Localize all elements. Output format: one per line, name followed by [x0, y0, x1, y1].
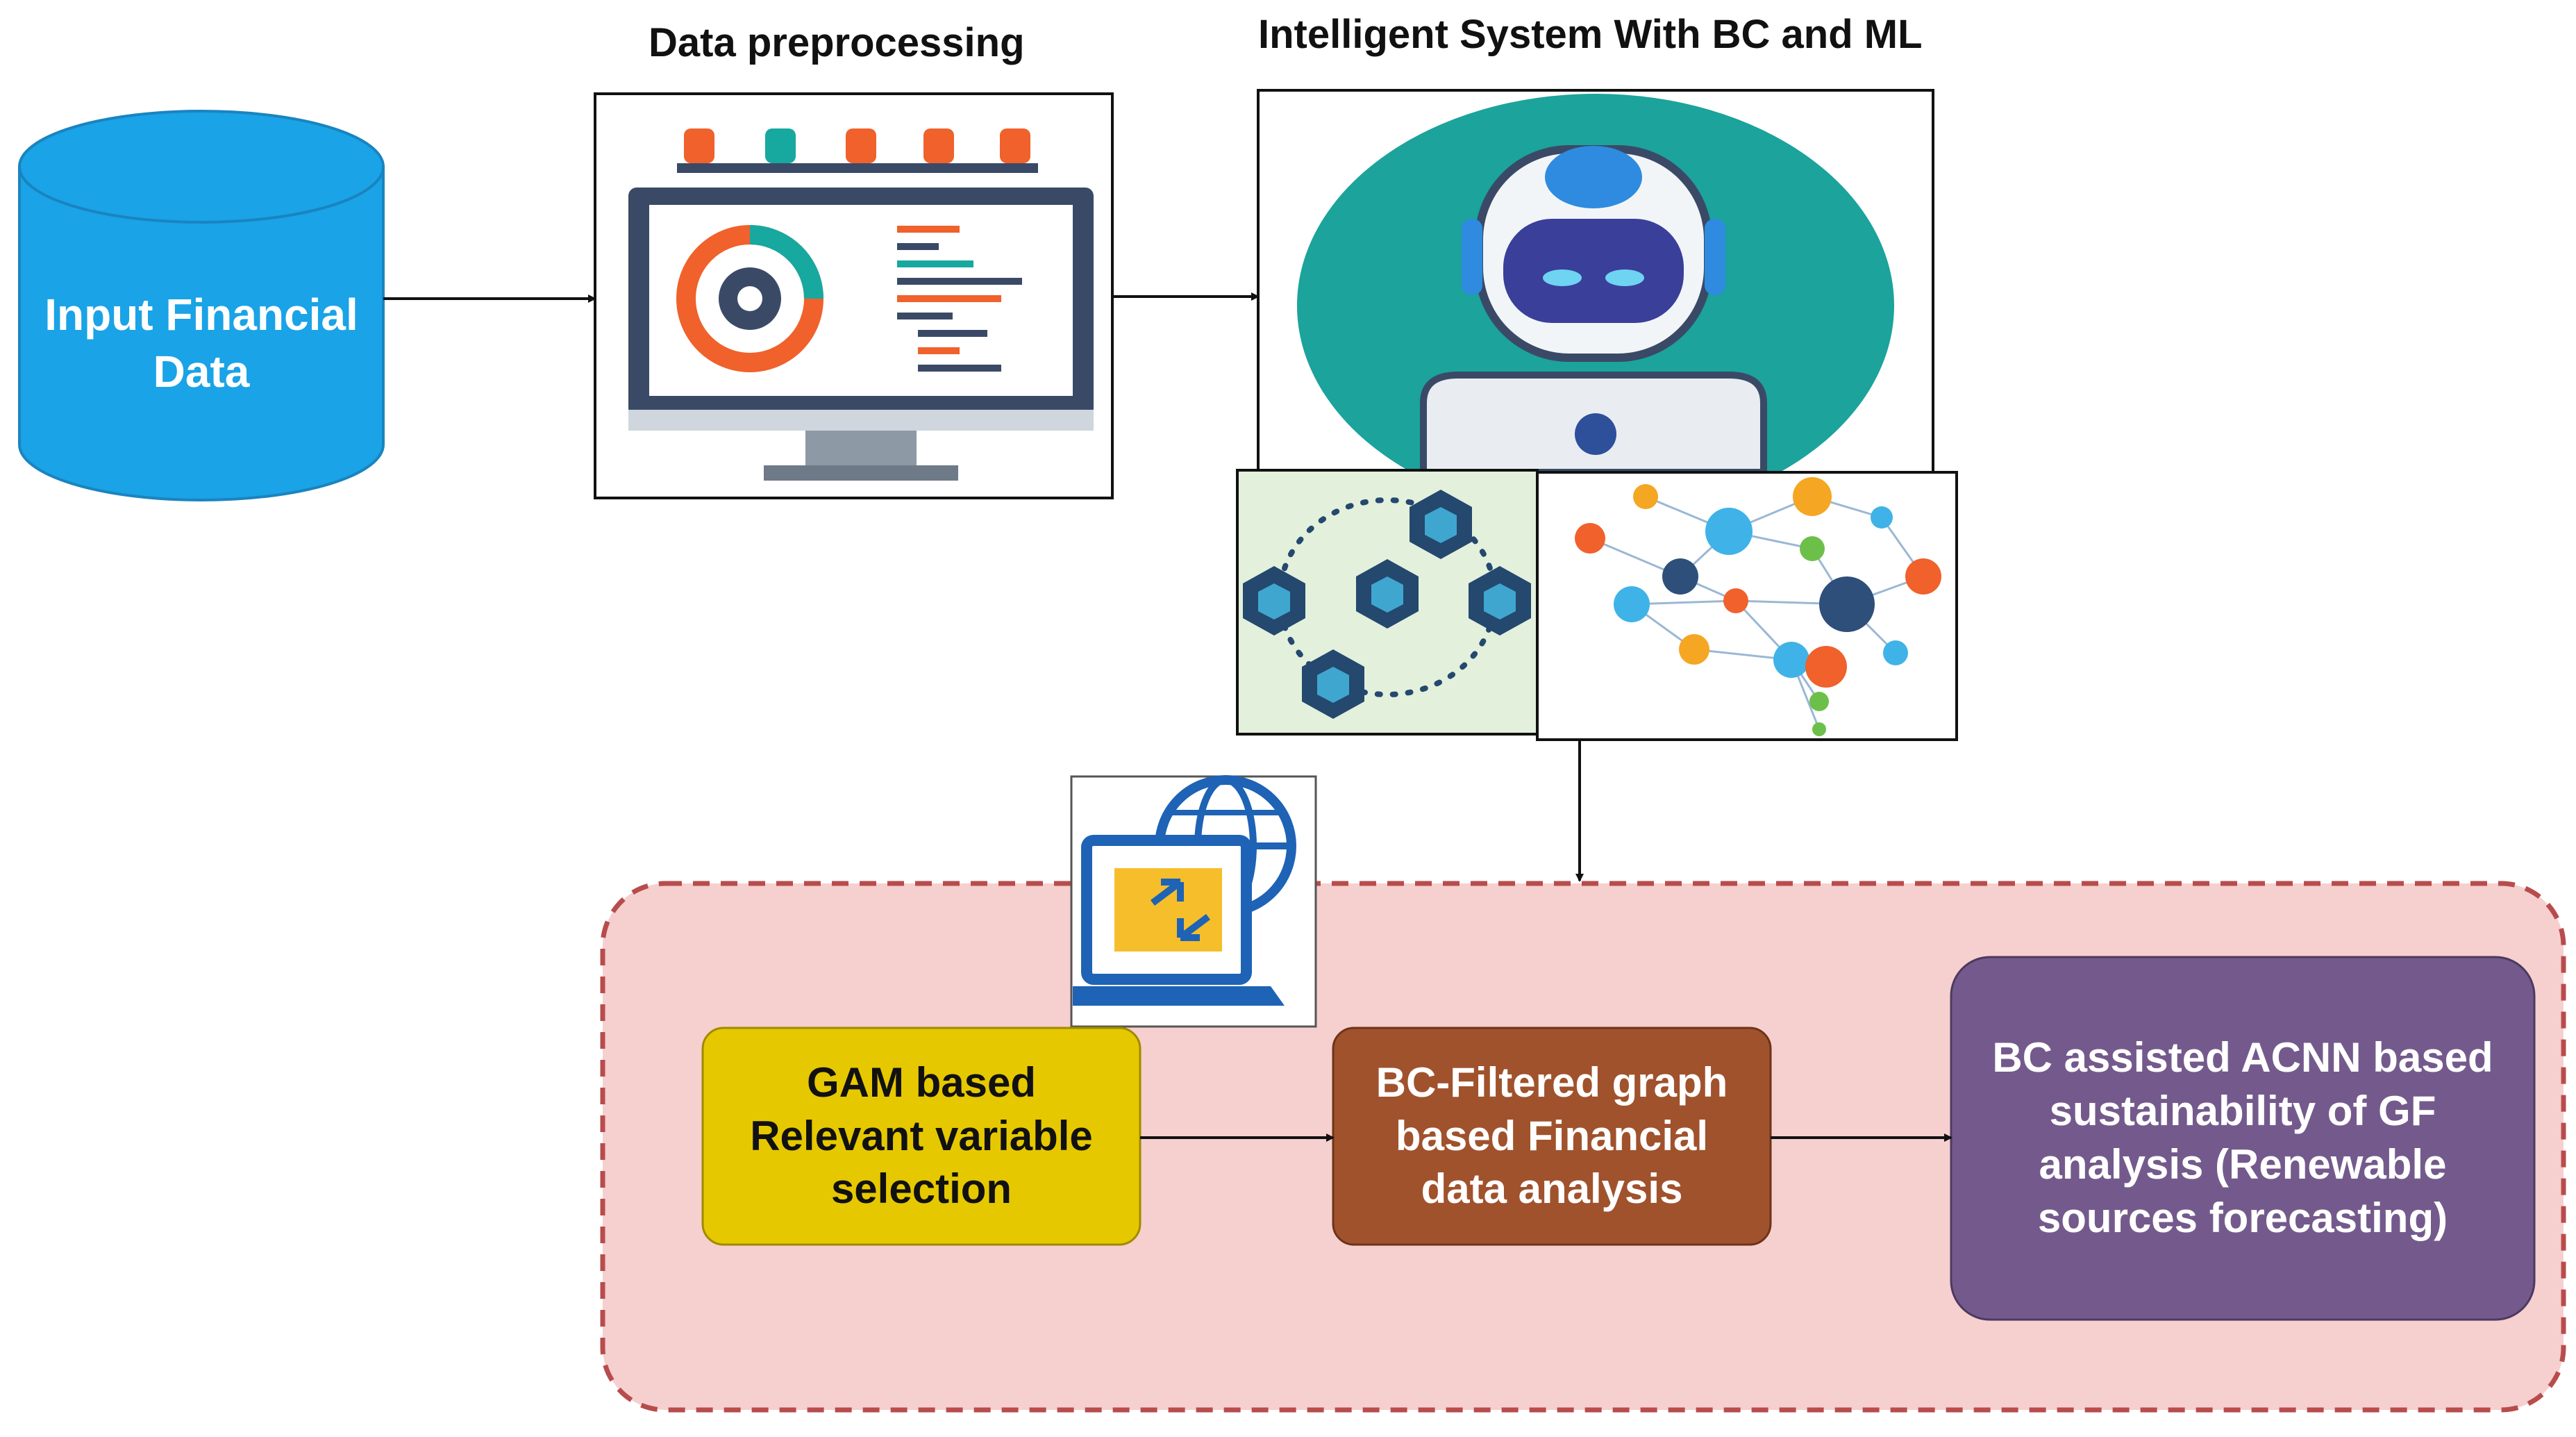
bcf-line-1: BC-Filtered graph: [1375, 1058, 1728, 1106]
gam-line-1: GAM based: [806, 1058, 1037, 1106]
bc-filtered-label: BC-Filtered graph based Financial data a…: [1333, 1028, 1771, 1245]
gam-line-2: Relevant variable: [750, 1112, 1093, 1159]
acnn-line-2: sustainability of GF: [2049, 1088, 2436, 1135]
input-node-label: Input Financial Data: [19, 274, 383, 413]
gam-selection-label: GAM based Relevant variable selection: [703, 1028, 1140, 1245]
acnn-line-1: BC assisted ACNN based: [1992, 1034, 2493, 1081]
acnn-forecasting-label: BC assisted ACNN based sustainability of…: [1951, 957, 2534, 1320]
acnn-line-4: sources forecasting): [2037, 1194, 2448, 1241]
preprocessing-image: [594, 92, 1114, 499]
intelligent-system-title: Intelligent System With BC and ML: [1258, 12, 1923, 57]
input-label-line-1: Input Financial: [44, 290, 358, 340]
bcf-line-3: data analysis: [1421, 1165, 1683, 1213]
acnn-line-3: analysis (Renewable: [2039, 1141, 2447, 1188]
bcf-line-2: based Financial: [1395, 1112, 1709, 1159]
web-laptop-image: [1070, 775, 1317, 1028]
preprocessing-title: Data preprocessing: [649, 20, 1025, 65]
input-label-line-2: Data: [153, 347, 250, 397]
blockchain-image: [1236, 469, 1539, 736]
input-database-cylinder: [18, 110, 385, 501]
gam-line-3: selection: [830, 1165, 1012, 1213]
neural-network-image: [1536, 471, 1958, 741]
robot-image: [1257, 89, 1934, 517]
